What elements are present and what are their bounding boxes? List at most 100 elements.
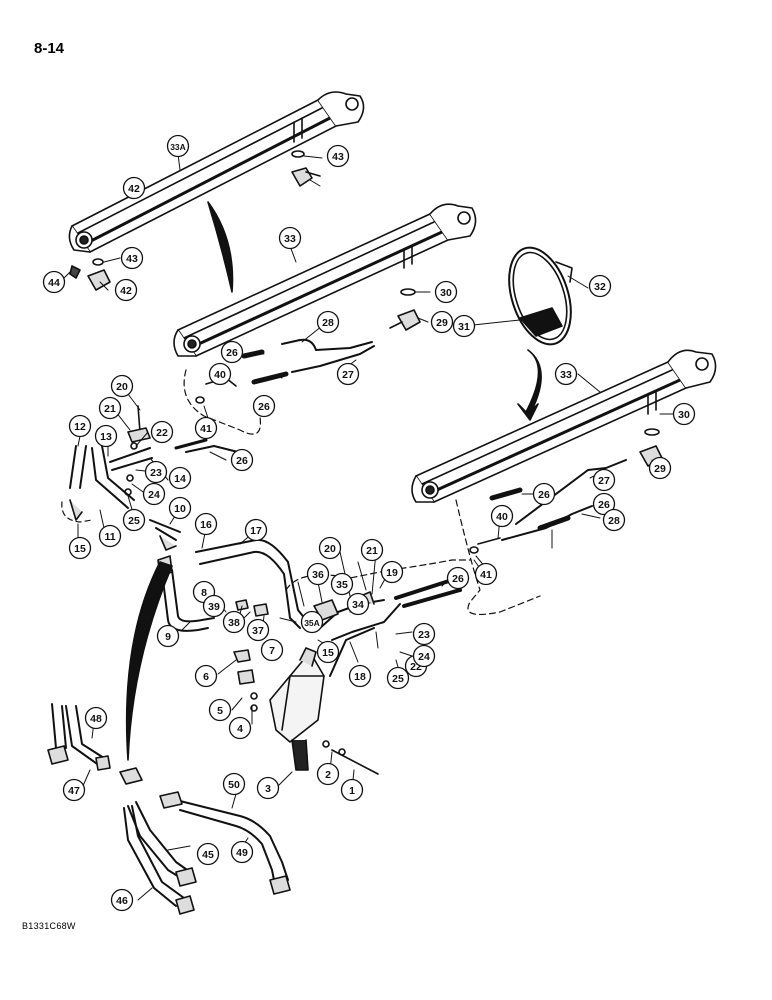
callout-circle [316,640,340,664]
callout-26: 26 [252,394,276,418]
callout-circle [222,610,246,634]
callout-circle [330,572,354,596]
callout-label: 26 [236,455,248,467]
callout-23: 23 [412,622,436,646]
callout-label: 34 [352,599,364,611]
callout-36: 36 [306,562,330,586]
callout-circle [260,638,284,662]
callout-label: 6 [203,671,209,683]
callout-27: 27 [592,468,616,492]
callout-label: 24 [148,489,160,501]
callout-label: 17 [250,525,262,537]
callout-circle [648,456,672,480]
callout-10: 10 [168,496,192,520]
callout-9: 9 [156,624,180,648]
callout-circle [256,776,280,800]
callout-39: 39 [202,594,226,618]
callout-label: 26 [538,489,550,501]
callout-label: 38 [228,617,240,629]
callout-circle [230,448,254,472]
callout-circle [42,270,66,294]
callout-28: 28 [602,508,626,532]
callout-label: 8 [201,587,207,599]
callout-14: 14 [168,466,192,490]
fitting-42-43-left [69,258,111,291]
callout-label: 47 [68,785,80,797]
callout-label: 40 [496,511,508,523]
callout-4: 4 [228,716,252,740]
callout-label: 30 [440,287,452,299]
callout-35A: 35A [300,610,324,634]
callout-42: 42 [122,176,146,200]
callout-26: 26 [220,340,244,364]
callout-label: 32 [594,281,606,293]
callout-label: 30 [678,409,690,421]
callout-label: 14 [174,473,186,485]
callout-circle [142,482,166,506]
callout-label: 15 [322,647,334,659]
callout-label: 48 [90,713,102,725]
callout-circle [110,888,134,912]
callout-label: 5 [217,705,223,717]
callout-40: 40 [490,504,514,528]
callout-label: 24 [418,651,430,663]
callout-circle [68,536,92,560]
callout-circle [360,538,384,562]
callout-circle [316,310,340,334]
callout-circle [194,416,218,440]
callout-2: 2 [316,762,340,786]
page-number: 8-14 [34,40,65,57]
callout-30: 30 [672,402,696,426]
callout-label: 16 [200,519,212,531]
callout-label: 21 [104,403,116,415]
callout-45: 45 [196,842,220,866]
fitting-29-30-middle [389,288,421,331]
callout-13: 13 [94,424,118,448]
callout-29: 29 [430,310,454,334]
callout-circle [336,362,360,386]
callout-26: 26 [230,448,254,472]
callout-label: 23 [150,467,162,479]
callout-label: 46 [116,895,128,907]
callout-label: 19 [386,567,398,579]
callout-circle [340,778,364,802]
callout-label: 4 [237,723,243,735]
arrow-33a-to-33 [207,201,234,293]
callout-circle [166,134,190,158]
callout-27: 27 [336,362,360,386]
callout-label: 10 [174,503,186,515]
callout-circle [346,592,370,616]
callout-circle [446,566,470,590]
callout-label: 33A [170,142,186,152]
callout-label: 49 [236,847,248,859]
callout-label: 25 [128,515,140,527]
callout-25: 25 [122,508,146,532]
callout-12: 12 [68,414,92,438]
callout-circle [474,562,498,586]
callout-label: 28 [608,515,620,527]
callout-circle [144,460,168,484]
callout-24: 24 [412,644,436,668]
callout-label: 29 [654,463,666,475]
callout-label: 7 [269,645,275,657]
callout-label: 9 [165,631,171,643]
tubes-and-valve [157,538,471,775]
callout-circle [412,644,436,668]
callout-circle [490,504,514,528]
callout-16: 16 [194,512,218,536]
callout-circle [114,278,138,302]
callout-label: 25 [392,673,404,685]
callout-label: 36 [312,569,324,581]
callout-circle [150,420,174,444]
callout-15: 15 [68,536,92,560]
callout-label: 20 [324,543,336,555]
callout-40: 40 [208,362,232,386]
callout-circle [196,842,220,866]
tubes-group-bottom [47,703,291,915]
callout-label: 43 [126,253,138,265]
callout-label: 26 [258,401,270,413]
cylinder-33-right [411,349,717,503]
arrow-down-left [125,561,173,761]
callout-label: 20 [116,381,128,393]
callout-18: 18 [348,664,372,688]
